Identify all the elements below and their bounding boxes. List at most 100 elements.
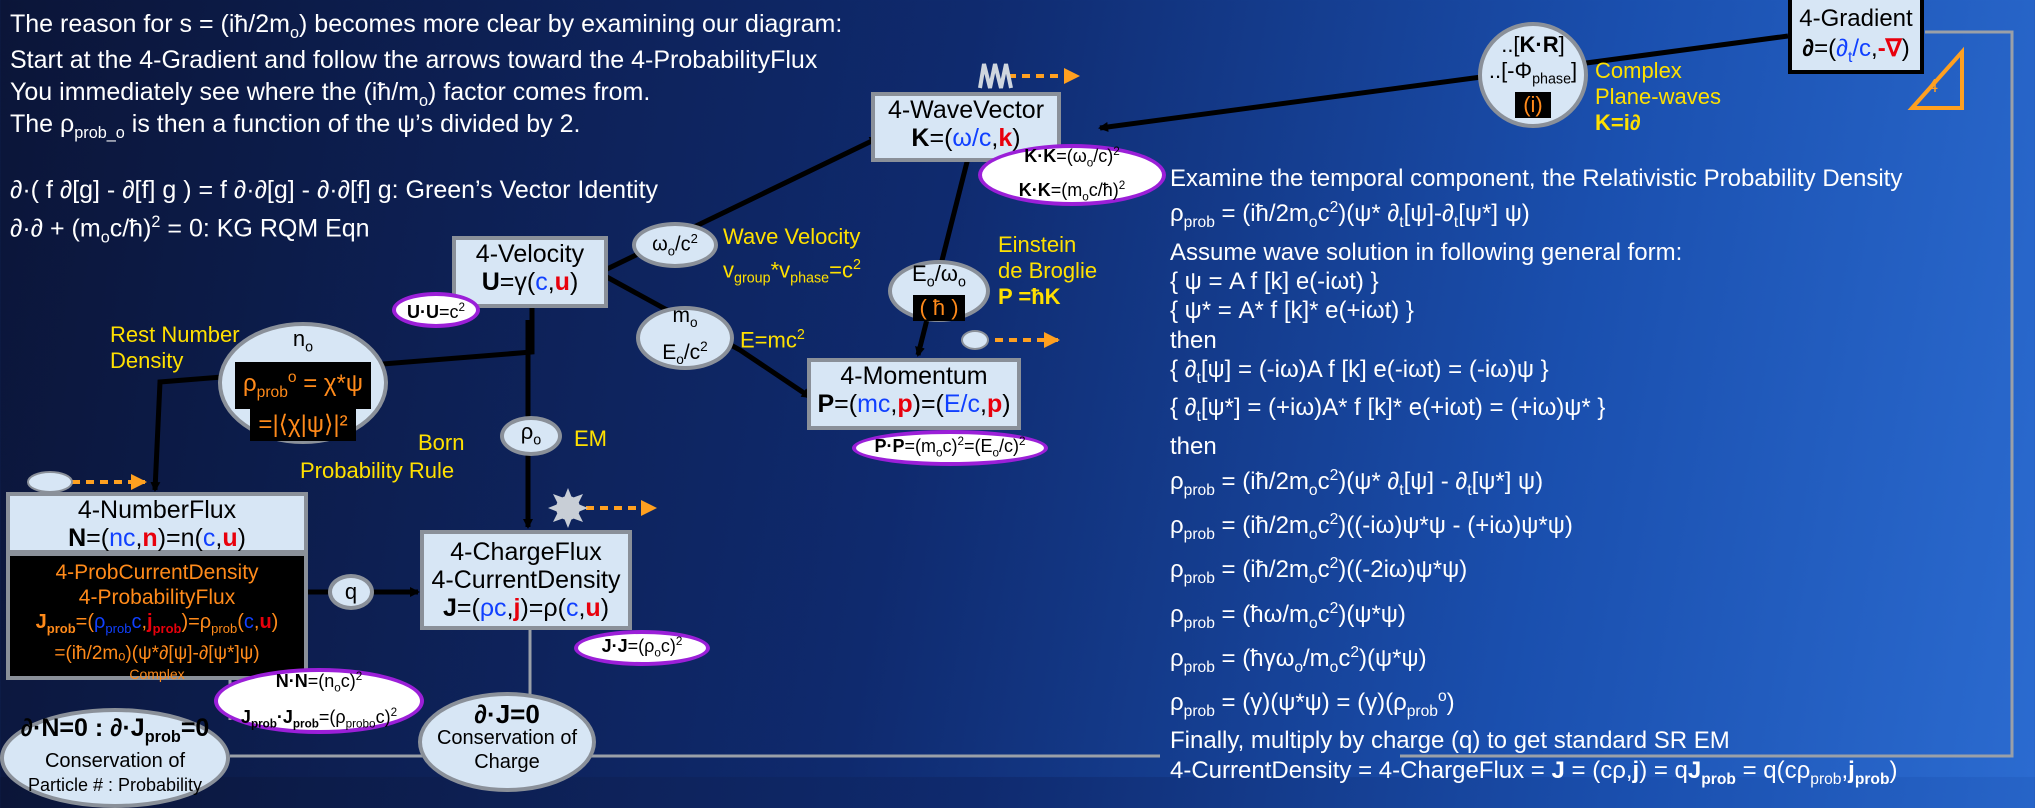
ellipse-pp[interactable]: P·P=(moc)2=(Eo/c)2 [852, 430, 1048, 466]
intro-line-2: Start at the 4-Gradient and follow the a… [10, 46, 818, 74]
label-wave-velocity: Wave Velocity [723, 224, 861, 249]
node-4-velocity[interactable]: 4-Velocity U=γ(c,u) [452, 236, 608, 308]
node-4-momentum[interactable]: 4-Momentum P=(mc,p)=(E/c,p) [807, 358, 1021, 430]
deriv-line: 4-CurrentDensity = 4-ChargeFlux = J = (c… [1170, 756, 1898, 788]
rho-prob-o: ρprobo = χ*ψ [235, 361, 371, 409]
deriv-line: Examine the temporal component, the Rela… [1170, 165, 1903, 192]
velocity-title: 4-Velocity [475, 240, 585, 268]
ellipse-uu[interactable]: U·U=c2 [392, 292, 480, 328]
q-text: q [344, 579, 358, 604]
probflux-title-1: 4-ProbCurrentDensity [55, 561, 259, 584]
label-emc2: E=mc2 [740, 327, 805, 353]
ellipse-particle-conservation[interactable]: ∂·N=0 : ∂·Jprob=0 Conservation of Partic… [0, 708, 230, 808]
arrow-wavevector-momentum [915, 157, 971, 357]
eo-line-1: Eo/ωo [912, 260, 966, 291]
velocity-formula: U=γ(c,u) [481, 268, 579, 296]
gradient-formula: ∂=(∂t/c,-∇) [1802, 35, 1910, 66]
label-density: Density [110, 348, 184, 373]
derivation-panel: Examine the temporal component, the Rela… [1170, 164, 1902, 794]
ellipse-planck[interactable]: Eo/ωo ( ħ ) [888, 260, 990, 322]
mo-line-1: mo [672, 303, 698, 330]
particle-glyph [961, 330, 989, 350]
mo-line-2: Eo/c2 [662, 339, 708, 368]
deriv-line: { ψ = A f [k] e(-iωt) } [1170, 268, 1379, 296]
probflux-complex: Complex [129, 666, 185, 682]
probflux-formula-1: Jprob=(ρprobc,jprob)=ρprob(c,u) [35, 611, 279, 636]
dj-line-2: Conservation of [436, 727, 578, 749]
ellipse-rest-density[interactable]: no ρprobo = χ*ψ =|⟨χ|ψ⟩|² [218, 322, 388, 444]
label-complex: Complex [1595, 58, 1682, 83]
deriv-line: Finally, multiply by charge (q) to get s… [1170, 727, 1730, 755]
label-k-grad: K=i∂ [1595, 110, 1641, 135]
deriv-line: then [1170, 432, 1217, 460]
dn-line-2: Conservation of [44, 750, 186, 772]
greens-identity: ∂·( f ∂[g] - ∂[f] g ) = f ∂·∂[g] - ∂·∂[f… [10, 176, 659, 204]
deriv-line: ρprob = (iħ/2moc2)((-iω)ψ*ψ - (+iω)ψ*ψ) [1170, 511, 1573, 544]
chargeflux-formula: J=(ρc,j)=ρ(c,u) [442, 594, 610, 622]
wavevector-title: 4-WaveVector [887, 96, 1045, 124]
deriv-line: ρprob = (iħ/2moc2)(ψ* ∂t[ψ]-∂t[ψ*] ψ) [1170, 199, 1530, 232]
cloud-glyph [27, 471, 73, 493]
node-4-probabilityflux[interactable]: 4-ProbCurrentDensity 4-ProbabilityFlux J… [6, 552, 308, 682]
nn-line-1: N·N=(noc)2 [275, 670, 363, 695]
hbar-value: ( ħ ) [913, 295, 965, 322]
chargeflux-title-1: 4-ChargeFlux [450, 538, 602, 566]
dj-line-3: Charge [474, 751, 540, 773]
label-plane-waves: Plane-waves [1595, 84, 1721, 109]
node-4-chargeflux[interactable]: 4-ChargeFlux 4-CurrentDensity J=(ρc,j)=ρ… [420, 530, 632, 630]
frame-line [1400, 30, 2014, 758]
wave-glyph [978, 63, 1013, 89]
deriv-line: { ψ* = A* f [k]* e(+iωt) } [1170, 297, 1414, 325]
numberflux-title: 4-NumberFlux [77, 496, 237, 524]
ellipse-nn[interactable]: N·N=(noc)2 Jprob·Jprob=(ρproboc)2 [214, 668, 424, 734]
intro-line-3: You immediately see where the (iħ/mo) fa… [10, 78, 651, 110]
no-title: no [292, 326, 314, 356]
label-de-broglie: de Broglie [998, 258, 1098, 283]
ellipse-omega[interactable]: ωo/c2 [632, 222, 718, 268]
gradient-title: 4-Gradient [1799, 5, 1913, 32]
intro-line-1: The reason for s = (iħ/2mo) becomes more… [10, 10, 843, 42]
deriv-line: Assume wave solution in following genera… [1170, 238, 1683, 266]
deriv-line: then [1170, 326, 1217, 354]
momentum-title: 4-Momentum [840, 362, 988, 390]
deriv-line: ρprob = (ħω/moc2)(ψ*ψ) [1170, 599, 1406, 632]
ellipse-mass[interactable]: mo Eo/c2 [636, 303, 734, 370]
ellipse-charge-conservation[interactable]: ∂·J=0 Conservation of Charge [418, 692, 596, 792]
label-rest-number: Rest Number [110, 322, 240, 347]
triangle-label: 4 [1928, 76, 1939, 96]
momentum-formula: P=(mc,p)=(E/c,p) [817, 390, 1011, 418]
dn-line-1: ∂·N=0 : ∂·Jprob=0 [20, 714, 210, 747]
deriv-line: ρprob = (iħ/2moc2)(ψ* ∂t[ψ] - ∂t[ψ*] ψ) [1170, 467, 1544, 499]
label-einstein: Einstein [998, 232, 1077, 257]
ellipse-rho[interactable]: ρo [500, 416, 562, 456]
chargeflux-title-2: 4-CurrentDensity [431, 566, 621, 594]
ellipse-phase[interactable]: ..[K·R] ..[-Φphase] (i) [1478, 22, 1588, 128]
phase-line: ..[-Φphase] [1488, 57, 1578, 88]
uu-text: U·U=c2 [406, 301, 466, 322]
ellipse-kk[interactable]: K·K=(ωo/c)2 K·K=(moc/ħ)2 [978, 144, 1166, 206]
intro-line-4: The ρprob_o is then a function of the ψ’… [10, 110, 581, 142]
jj-text: J·J=(ρoc)2 [601, 635, 683, 660]
arrow-gradient-wavevector [1098, 33, 1789, 132]
label-em: EM [574, 426, 607, 451]
deriv-line: { ∂t[ψ*] = (+iω)A* f [k]* e(+iωt) = (+iω… [1170, 394, 1606, 426]
ellipse-charge[interactable]: q [328, 574, 374, 610]
probflux-title-2: 4-ProbabilityFlux [78, 586, 236, 609]
dj-line-1: ∂·J=0 [474, 699, 540, 729]
label-p-hbar-k: P =ħK [998, 284, 1061, 309]
probflux-formula-2: =(iħ/2mₒ)(ψ*∂[ψ]-∂[ψ*]ψ) [54, 643, 260, 664]
pp-text: P·P=(moc)2=(Eo/c)2 [874, 435, 1026, 460]
node-4-gradient[interactable]: 4-Gradient ∂=(∂t/c,-∇) [1788, 0, 1924, 74]
ellipse-jj[interactable]: J·J=(ρoc)2 [574, 630, 710, 666]
label-probability-rule: Probability Rule [300, 458, 455, 483]
nn-line-2: Jprob·Jprob=(ρproboc)2 [240, 706, 398, 731]
kk-line-2: K·K=(moc/ħ)2 [1018, 179, 1126, 204]
node-4-numberflux[interactable]: 4-NumberFlux N=(nc,n)=n(c,u) [6, 492, 308, 554]
imaginary-unit: (i) [1515, 92, 1551, 119]
label-born: Born [418, 430, 465, 455]
kg-equation: ∂·∂ + (moc/ħ)2 = 0: KG RQM Eqn [10, 213, 370, 247]
kk-line-1: K·K=(ωo/c)2 [1024, 145, 1120, 170]
numberflux-formula: N=(nc,n)=n(c,u) [68, 524, 246, 552]
deriv-line: ρprob = (iħ/2moc2)((-2iω)ψ*ψ) [1170, 555, 1468, 588]
label-vgroup: vgroup*vphase=c2 [723, 257, 861, 287]
